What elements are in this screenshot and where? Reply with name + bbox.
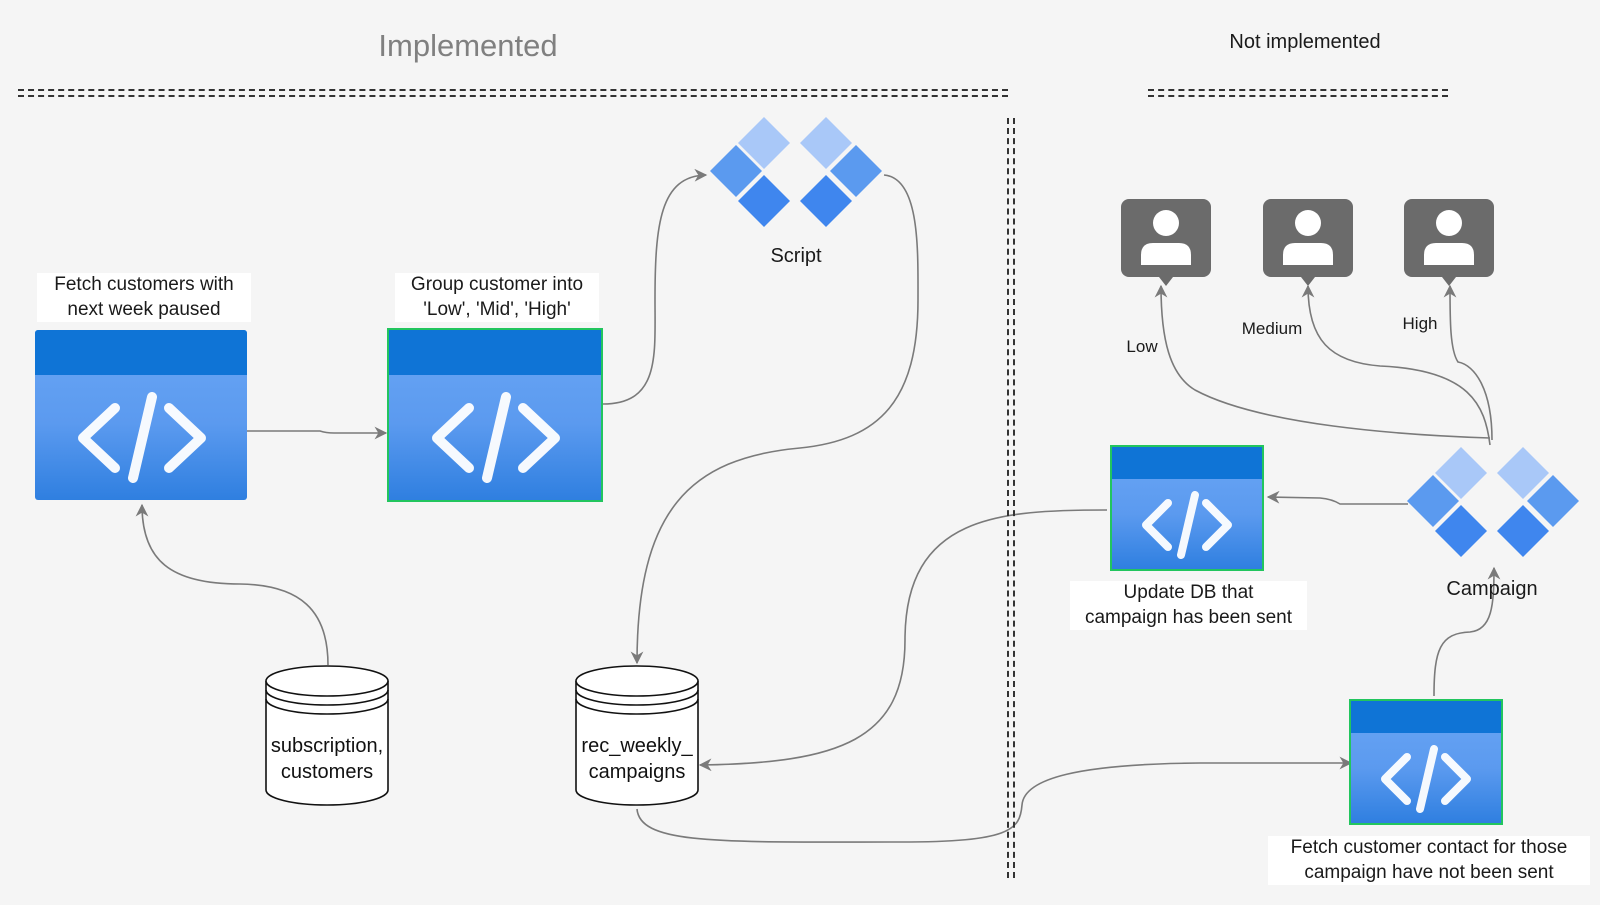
- database-rec-weekly-campaigns[interactable]: rec_weekly_ campaigns: [574, 663, 700, 808]
- label-campaign: Campaign: [1446, 578, 1538, 600]
- code-brackets-icon: [78, 392, 206, 483]
- code-brackets-icon: [1381, 745, 1471, 813]
- code-brackets-icon: [432, 392, 560, 483]
- script-icon[interactable]: [706, 115, 886, 235]
- label-group-customer: Group customer into'Low', 'Mid', 'High': [395, 273, 599, 323]
- edge-fetchcontact-to-campaign: [1433, 566, 1501, 697]
- campaign-icon[interactable]: [1403, 445, 1583, 565]
- segment-label-medium: Medium: [1241, 319, 1303, 338]
- edge-campaign-to-high: [1443, 284, 1493, 441]
- edge-subscription-to-fetch: [135, 503, 329, 666]
- db-campaigns-line1: rec_weekly_: [581, 735, 693, 757]
- divider-implemented: [18, 89, 1008, 97]
- function-group-customer[interactable]: [389, 330, 601, 500]
- edge-campaign-to-update: [1266, 490, 1408, 505]
- divider-not-implemented: [1148, 89, 1448, 97]
- edge-campaign-to-medium: [1301, 284, 1491, 446]
- edge-group-to-script: [602, 168, 708, 405]
- divider-vertical: [1007, 118, 1015, 878]
- function-update-db[interactable]: [1112, 447, 1262, 569]
- section-title-implemented: Implemented: [378, 28, 558, 63]
- database-subscription[interactable]: subscription, customers: [264, 663, 390, 808]
- db-campaigns-line2: campaigns: [588, 761, 686, 783]
- code-brackets-icon: [1142, 491, 1232, 559]
- user-avatar-icon-low[interactable]: [1121, 199, 1211, 287]
- edge-campaigns-to-fetchcontact: [636, 756, 1353, 843]
- db-subscription-line2: customers: [280, 761, 374, 783]
- cylinder-icon: [575, 665, 699, 806]
- edge-fetch-to-group: [247, 426, 388, 440]
- db-subscription-line1: subscription,: [270, 735, 384, 757]
- section-title-not-implemented: Not implemented: [1229, 31, 1381, 53]
- edge-script-to-campaigns: [630, 174, 919, 665]
- function-fetch-contact[interactable]: [1351, 701, 1501, 823]
- function-fetch-paused[interactable]: [35, 330, 247, 500]
- user-avatar-icon-medium[interactable]: [1263, 199, 1353, 287]
- segment-label-high: High: [1402, 314, 1438, 333]
- segment-label-low: Low: [1126, 337, 1158, 356]
- edge-campaign-to-low: [1154, 284, 1491, 439]
- cylinder-icon: [265, 665, 389, 806]
- user-avatar-icon-high[interactable]: [1404, 199, 1494, 287]
- edge-update-to-campaigns: [698, 509, 1108, 772]
- label-script: Script: [770, 245, 822, 267]
